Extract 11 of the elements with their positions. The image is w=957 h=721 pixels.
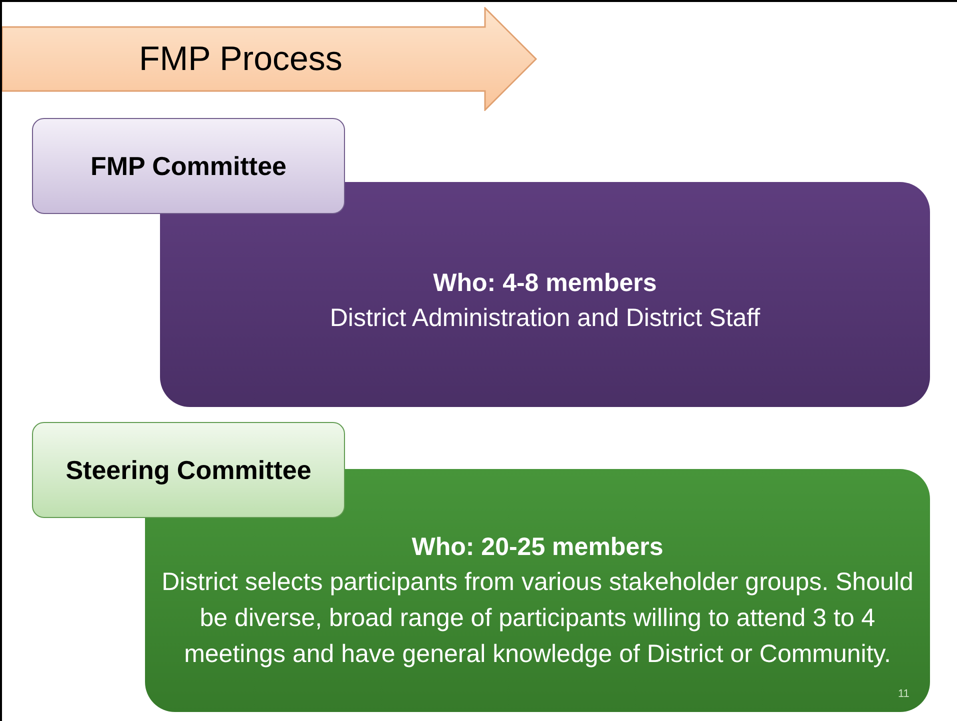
title: FMP Process	[139, 39, 342, 80]
description-panel	[160, 182, 930, 407]
page-number: 11	[898, 687, 910, 702]
description-text: District selects participants from various stakeholder groups. Should be diverse, broad range of participants willing to attend 3 to 4 meetings and have general knowledge of District or Community.	[160, 566, 914, 670]
committee-name: Steering Committee	[66, 454, 312, 486]
member-count: Who: 4-8 members	[433, 268, 657, 298]
member-count: Who: 20-25 members	[412, 532, 664, 562]
committee-name: FMP Committee	[90, 150, 286, 182]
committee-tab	[32, 118, 345, 214]
description-text: District Administration and District Staff	[330, 302, 760, 334]
committee-tab	[32, 422, 345, 518]
